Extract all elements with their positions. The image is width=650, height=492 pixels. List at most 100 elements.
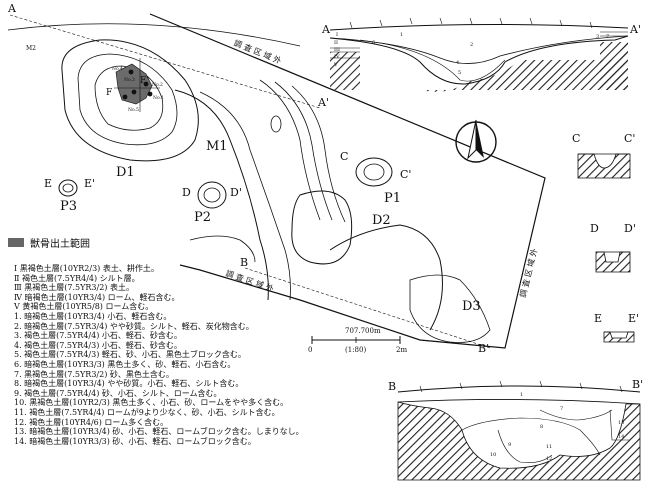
layer-3: 3: [596, 34, 599, 40]
layer-b1: 1: [520, 392, 523, 398]
bone-no-5: No.5: [128, 107, 139, 113]
layer-1: 1: [400, 32, 403, 38]
layer-b2: 2: [428, 408, 431, 414]
scale-bar: 707.700m (1:80) 0 2m: [308, 327, 407, 354]
label-d-prime: D': [230, 186, 242, 199]
label-p2: P2: [194, 210, 211, 225]
layer-i: I: [336, 32, 338, 38]
layer-ii: II: [334, 40, 338, 46]
layer-iii: III: [334, 47, 340, 53]
bone-area-legend-label: 獣骨出土範囲: [30, 239, 90, 250]
scale-end: 2m: [396, 346, 407, 354]
label-p3: P3: [60, 199, 77, 214]
bone-area-legend: 獣骨出土範囲: [8, 235, 90, 250]
layer-b9: 9: [508, 442, 511, 448]
layer-b8: 8: [540, 424, 543, 430]
label-f: F: [106, 88, 112, 98]
survey-boundary: [149, 13, 546, 349]
layer-5: 5: [458, 70, 461, 76]
legend-entry: 9. 褐色土層(7.5YR4/4) 砂、小石、シルト、ローム含む。: [14, 388, 222, 398]
corner-label-a: A: [7, 2, 17, 15]
layer-2: 2: [470, 42, 473, 48]
section-bb: B B' 1 2 7 8 9 10 11 12 13 14: [388, 378, 643, 481]
legend-entry: 13. 暗褐色土層(10YR3/4) 砂、小石、軽石、ロームブロック含む。しまり…: [14, 427, 304, 437]
section-ee-end: E': [628, 312, 639, 325]
legend-entry: 8. 暗褐色土層(10YR3/4) やや砂質。小石、軽石、シルト含む。: [14, 379, 244, 389]
label-b-prime: B': [478, 342, 489, 355]
legend-entry: Ⅰ 黒褐色土層(10YR2/3) 表土、耕作土。: [14, 264, 159, 273]
layer-6: 6: [372, 40, 375, 46]
section-cc: C C': [572, 132, 635, 179]
section-cc-start: C: [572, 132, 580, 145]
pit-d2: [189, 190, 443, 331]
bone-no-3: No.3: [124, 77, 135, 83]
legend-entry: 3. 褐色土層(7.5YR4/4) 小石、軽石、砂含む。: [14, 331, 182, 341]
bone-area-swatch: [8, 238, 24, 247]
ditch-m1: [174, 79, 346, 301]
pit-p1: [355, 157, 393, 187]
section-dd-end: D': [624, 222, 636, 235]
layer-b12: 12: [546, 456, 552, 462]
layer-iv: IV: [334, 54, 340, 60]
layer-b10: 10: [490, 452, 496, 458]
label-d3: D3: [462, 299, 481, 314]
section-bb-end: B': [632, 378, 643, 391]
layer-b14: 14: [618, 434, 624, 440]
layer-b11: 11: [546, 444, 552, 450]
bone-no-1: No.1: [153, 95, 164, 101]
section-line-bb: [244, 267, 491, 349]
scale-ratio: (1:80): [345, 346, 366, 354]
section-aa: A A' I II III IV V 1 2 3 4 5 6 7: [321, 17, 641, 92]
layer-7: 7: [606, 34, 609, 40]
label-b: B: [240, 256, 248, 269]
bone-no-2: No.2: [152, 82, 163, 88]
legend-entry: 5. 褐色土層(7.5YR4/3) 軽石、砂、小石、黒色土ブロック含む。: [14, 350, 246, 360]
layer-b7: 7: [560, 406, 563, 412]
label-d2: D2: [372, 213, 391, 228]
section-line-aa: [9, 14, 321, 109]
legend-entry: 12. 褐色土層(10YR4/6) ローム多く含む。: [14, 417, 169, 427]
label-c: C: [340, 150, 348, 163]
section-ee-start: E: [594, 312, 602, 325]
scale-length: 707.700m: [345, 327, 381, 335]
bone-no-4: No.4: [112, 66, 123, 72]
bone-area: [115, 63, 153, 105]
section-ee: E E': [594, 312, 639, 343]
soil-layer-legend: Ⅰ 黒褐色土層(10YR2/3) 表土、耕作土。 Ⅱ 褐色土層(7.5YR4/4…: [14, 264, 304, 446]
legend-entry: 10. 黒褐色土層(10YR2/3) 黒色土多く、小石、砂、ロームをやや多く含む…: [14, 398, 289, 408]
survey-outside-right: 調 査 区 域 外: [517, 247, 539, 298]
pit-d3: [409, 274, 491, 343]
label-d: D: [182, 186, 191, 199]
legend-entry: Ⅴ 黄褐色土層(10YR5/8) ローム含む。: [14, 302, 154, 312]
legend-entry: 14. 暗褐色土層(10YR3/3) 砂、小石、軽石、ロームブロック含む。: [14, 436, 256, 446]
section-dd-start: D: [590, 222, 599, 235]
legend-entry: Ⅱ 褐色土層(7.5YR4/4) シルト層。: [14, 273, 140, 283]
layer-4: 4: [456, 60, 459, 66]
label-e: E: [44, 177, 52, 190]
label-e-prime: E': [84, 177, 95, 190]
north-arc-line: [7, 23, 301, 47]
legend-entry: 11. 褐色土層(7.5YR4/4) ロームが9より少なく、砂、小石、シルト含む…: [14, 407, 280, 417]
layer-b13: 13: [618, 420, 624, 426]
legend-entry: 6. 暗褐色土層(10YR3/3) 黒色土多く、砂、軽石、小石含む。: [14, 359, 236, 369]
north-arrow-icon: [455, 119, 497, 163]
pit-p3: [58, 179, 78, 197]
label-c-prime: C': [400, 168, 411, 181]
label-a-prime: A': [317, 96, 329, 109]
section-dd: D D': [590, 222, 636, 273]
label-d1: D1: [116, 165, 135, 180]
section-aa-end: A': [629, 23, 641, 36]
pit-p2: [197, 181, 227, 209]
legend-entry: Ⅲ 黒褐色土層(7.5YR3/2) 表土。: [14, 283, 134, 293]
legend-entry: 1. 暗褐色土層(10YR3/4) 小石、軽石含む。: [14, 311, 172, 321]
section-aa-start: A: [321, 23, 331, 36]
legend-entry: 7. 黒褐色土層(7.5YR3/2) 砂、黒色土含む。: [14, 369, 174, 379]
legend-entry: Ⅳ 暗褐色土層(10YR3/4) ローム、軽石含む。: [14, 292, 180, 302]
label-p1: P1: [384, 191, 401, 206]
label-m1: M1: [206, 139, 228, 154]
pit-label-m2: M2: [26, 45, 36, 52]
legend-entry: 2. 暗褐色土層(7.5YR3/4) やや砂質。シルト、軽石、炭化物含む。: [14, 321, 254, 331]
scale-zero: 0: [308, 346, 312, 354]
section-cc-end: C': [624, 132, 635, 145]
